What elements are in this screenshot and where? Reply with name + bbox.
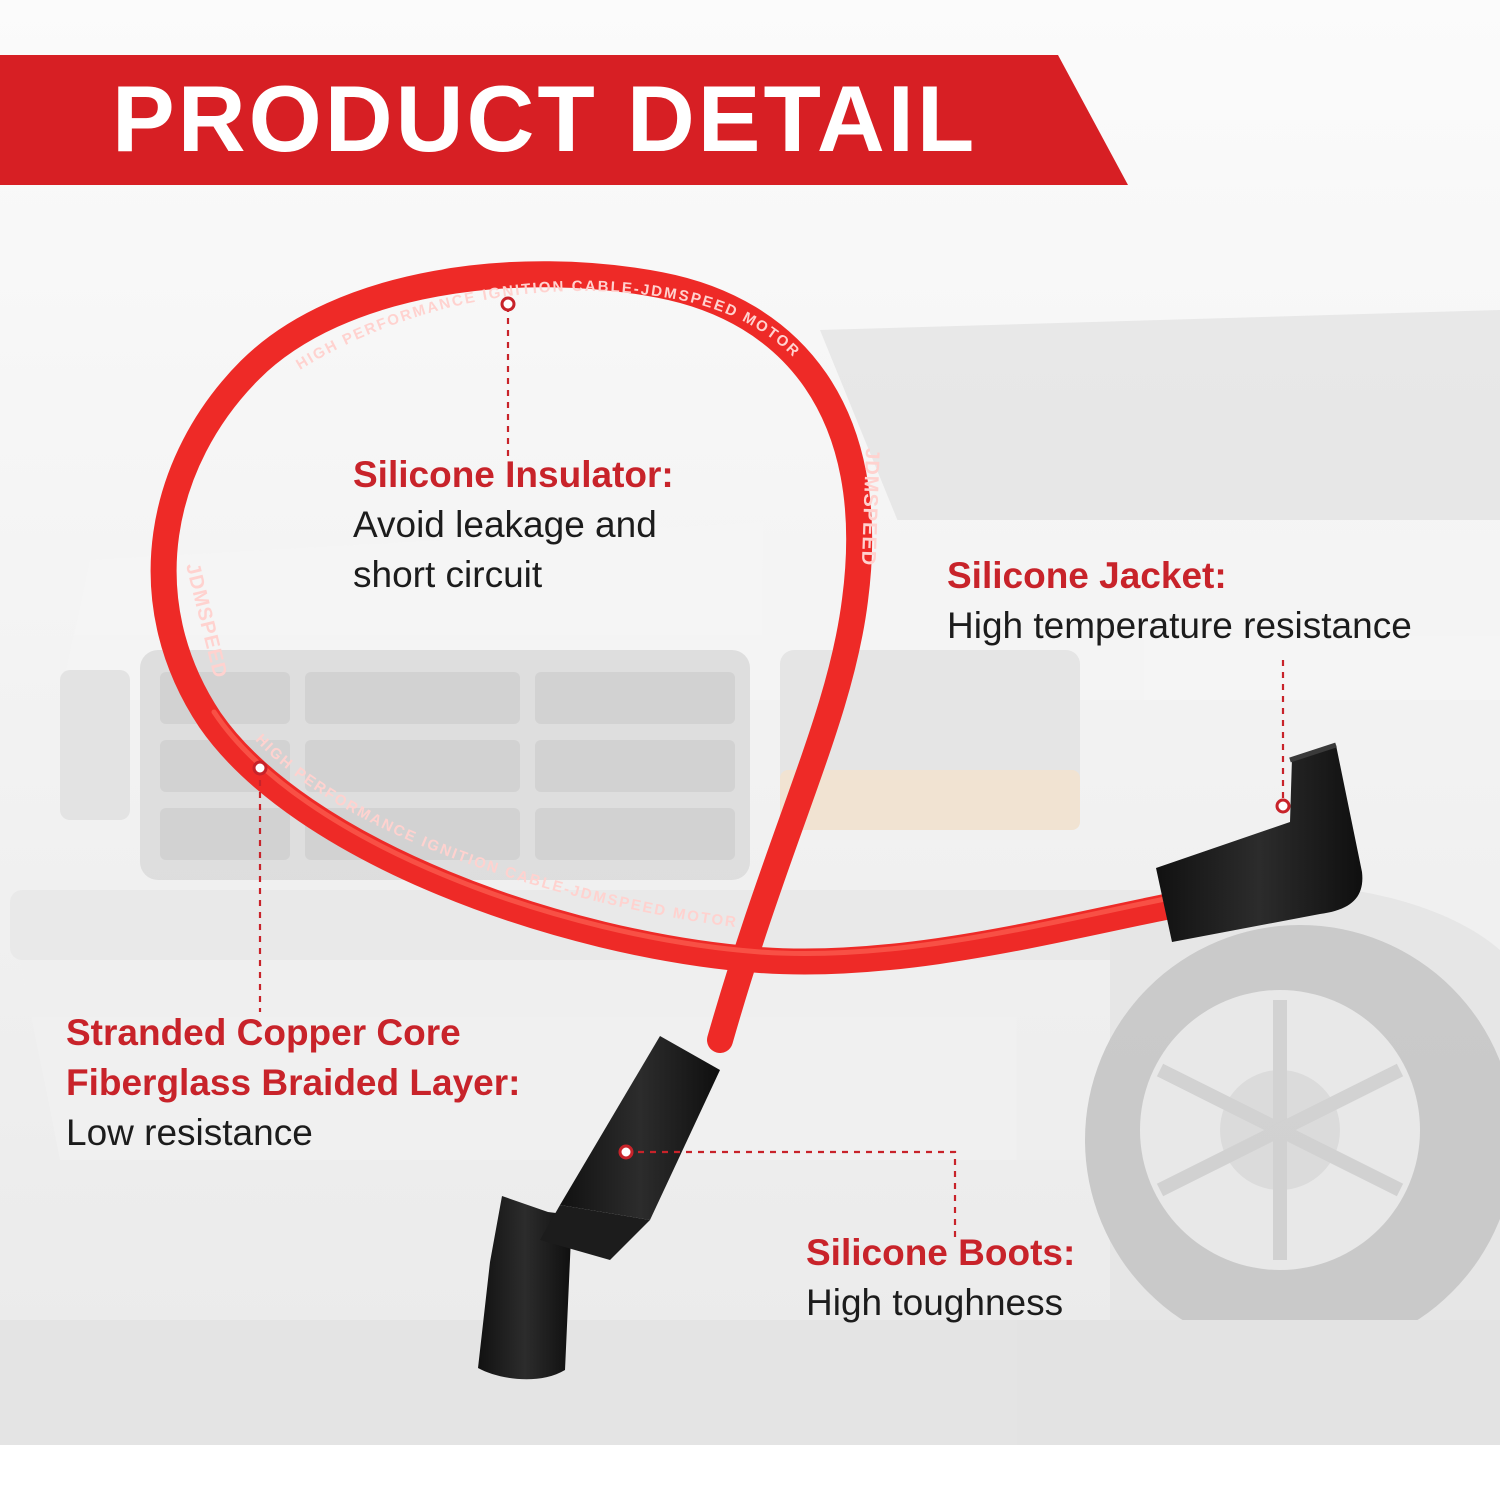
boot-bottom xyxy=(478,1036,720,1380)
boot-bottom-neck xyxy=(540,1205,650,1260)
boot-right-body xyxy=(1156,745,1363,942)
callout-silicone-boots: Silicone Boots: High toughness xyxy=(806,1228,1075,1328)
callout-title: Silicone Jacket: xyxy=(947,555,1227,596)
title-banner xyxy=(0,55,1128,185)
callout-silicone-insulator: Silicone Insulator: Avoid leakage and sh… xyxy=(353,450,674,600)
callout-desc-line: Low resistance xyxy=(66,1112,313,1153)
boot-bottom-body xyxy=(560,1036,720,1220)
banner-title: PRODUCT DETAIL xyxy=(112,66,978,171)
truck-headlight-left xyxy=(60,670,130,820)
callout-dots xyxy=(252,296,1291,1160)
truck-background xyxy=(0,310,1500,1445)
cable-loop xyxy=(150,261,1188,1053)
callout-title: Fiberglass Braided Layer: xyxy=(66,1062,521,1103)
grille-slots xyxy=(160,672,735,860)
callout-title: Silicone Boots: xyxy=(806,1232,1076,1273)
truck-lower-body xyxy=(20,960,1180,1160)
dot-insulator xyxy=(500,296,516,312)
ground xyxy=(0,1320,1500,1445)
bottom-margin xyxy=(0,1445,1500,1500)
boot-right xyxy=(1156,742,1363,942)
turn-signal xyxy=(780,770,1080,830)
dot-boots xyxy=(618,1144,634,1160)
callout-desc-line: Avoid leakage and xyxy=(353,504,657,545)
callout-leaders xyxy=(258,306,1285,1240)
callout-title: Silicone Insulator: xyxy=(353,454,674,495)
callout-desc-line: short circuit xyxy=(353,554,543,595)
callout-copper-core: Stranded Copper Core Fiberglass Braided … xyxy=(66,1008,520,1158)
wheel-spokes xyxy=(1156,1000,1404,1260)
boot-right-rim xyxy=(1289,742,1337,763)
callout-title: Stranded Copper Core xyxy=(66,1012,461,1053)
dot-jacket xyxy=(1275,798,1291,814)
callout-silicone-jacket: Silicone Jacket: High temperature resist… xyxy=(947,551,1412,651)
leader-boots xyxy=(626,1150,957,1240)
callout-desc-line: High temperature resistance xyxy=(947,605,1412,646)
cable-logo-right: JDMSPEED xyxy=(857,448,883,567)
cable-highlight xyxy=(211,709,1173,957)
dot-core xyxy=(252,760,268,776)
callout-desc-line: High toughness xyxy=(806,1282,1064,1323)
